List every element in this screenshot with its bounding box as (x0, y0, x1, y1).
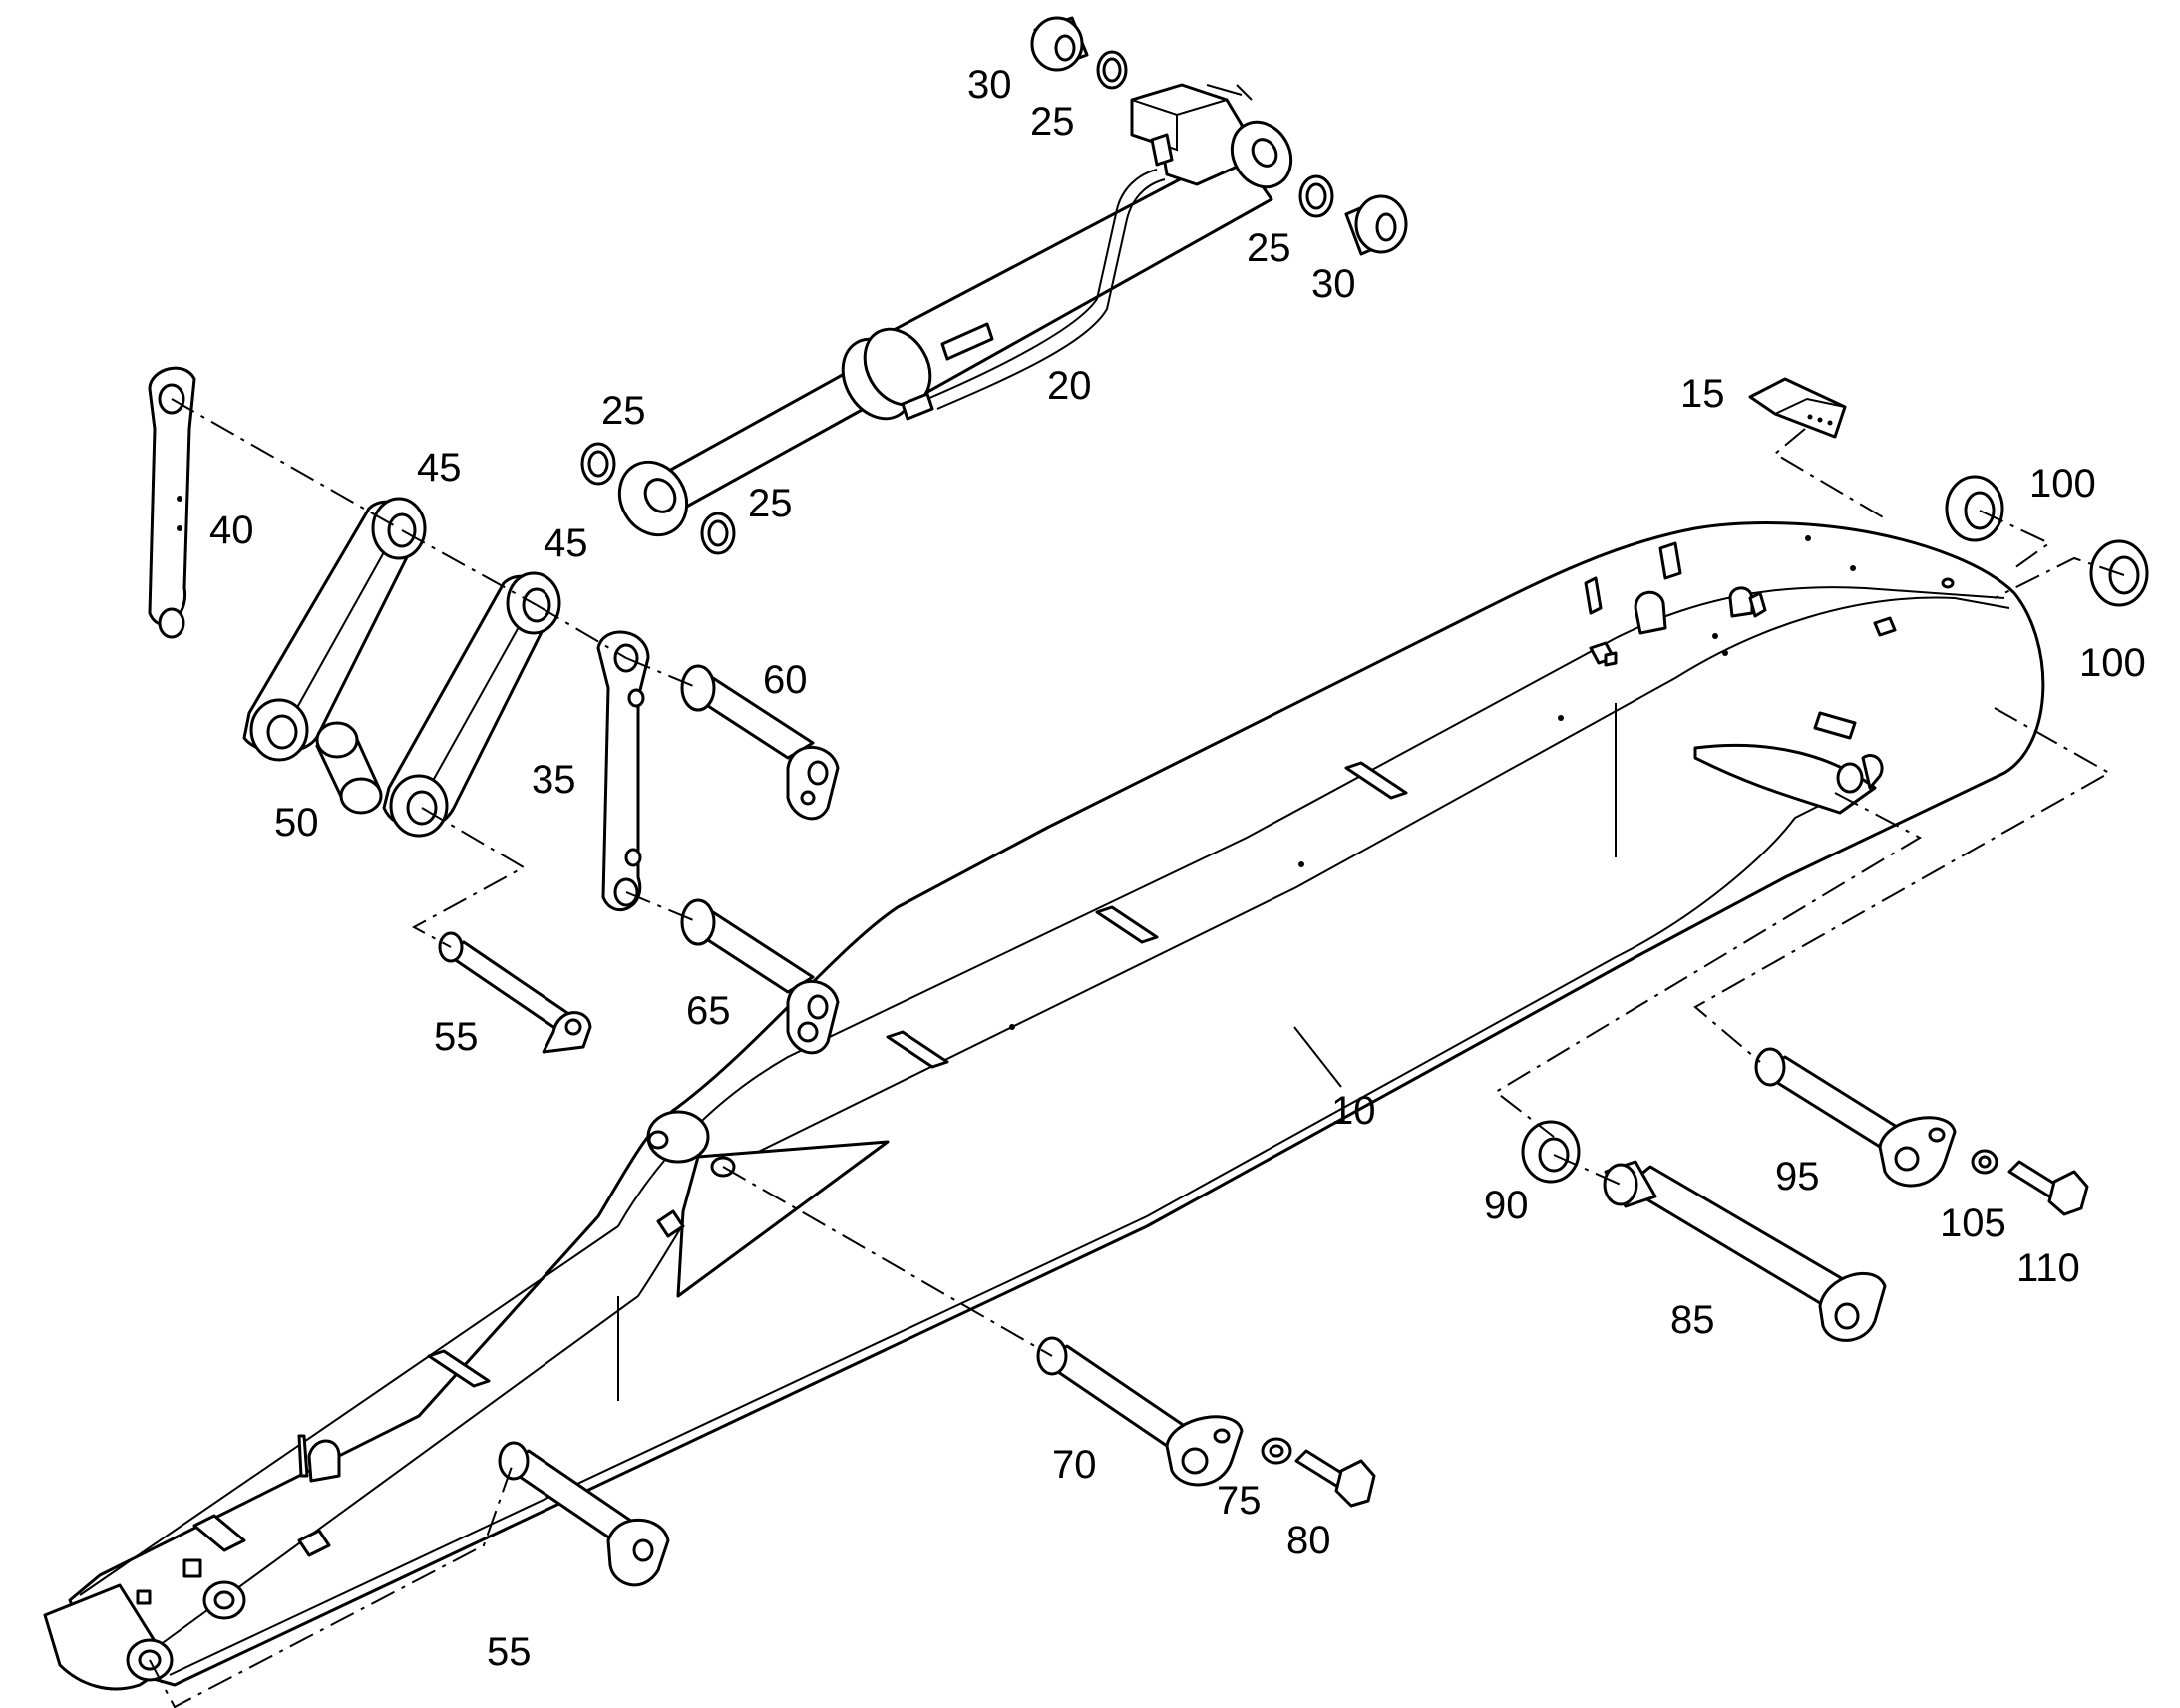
callout-45: 45 (417, 446, 462, 490)
pins (315, 377, 2149, 1587)
callout-55: 55 (487, 1630, 532, 1674)
callout-25: 25 (748, 482, 793, 525)
callout-40: 40 (209, 509, 254, 552)
callout-65: 65 (686, 989, 731, 1033)
callout-80: 80 (1286, 1519, 1331, 1562)
assembly-leaders (149, 398, 2125, 1708)
callout-70: 70 (1052, 1443, 1097, 1487)
callout-25: 25 (601, 389, 646, 433)
callout-100: 100 (2079, 641, 2146, 685)
bushings-and-seals (580, 16, 1408, 555)
arm-body (43, 521, 2045, 1691)
callout-110: 110 (2016, 1246, 2080, 1290)
callout-50: 50 (274, 801, 319, 845)
callout-35: 35 (532, 758, 576, 802)
callout-100: 100 (2029, 462, 2096, 506)
callout-85: 85 (1670, 1298, 1715, 1342)
callout-20: 20 (1047, 364, 1092, 408)
callout-30: 30 (967, 63, 1012, 107)
callout-45: 45 (544, 521, 588, 565)
callout-105: 105 (1940, 1201, 2006, 1245)
callout-25: 25 (1030, 100, 1075, 144)
callout-90: 90 (1484, 1184, 1529, 1227)
callout-25: 25 (1247, 226, 1291, 270)
callout-60: 60 (763, 658, 808, 702)
leader-10 (1293, 1026, 1342, 1088)
callout-30: 30 (1311, 262, 1356, 306)
callout-15: 15 (1680, 372, 1725, 416)
links (148, 366, 650, 911)
hydraulic-cylinder (617, 83, 1293, 537)
callout-labels: 10 15 20 25 25 25 25 30 30 35 40 45 45 5… (209, 63, 2146, 1674)
callout-95: 95 (1775, 1155, 1820, 1198)
callout-75: 75 (1217, 1479, 1262, 1523)
callout-55: 55 (434, 1015, 479, 1059)
callout-10: 10 (1331, 1089, 1376, 1133)
